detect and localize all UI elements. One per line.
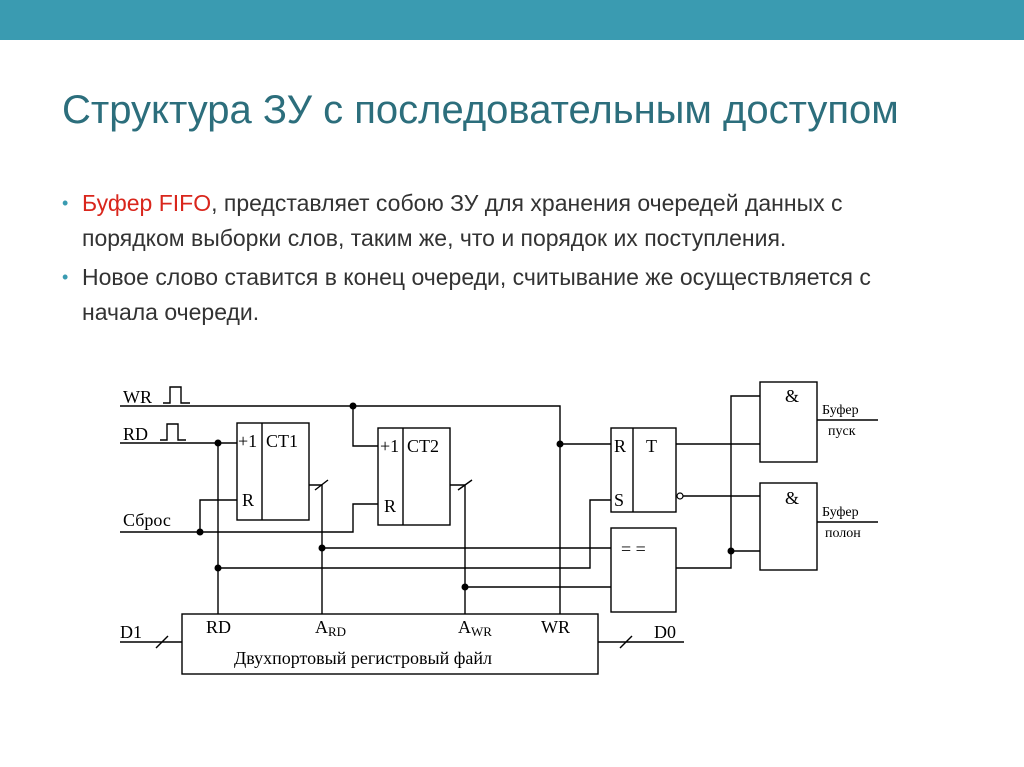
rd-pulse-icon	[160, 423, 186, 441]
reset-bus-line	[120, 503, 378, 533]
wr-input-label: WR	[123, 387, 152, 407]
gate2-output-label-1: Буфер	[822, 505, 859, 520]
comparator	[610, 527, 677, 613]
bullet-item: • Новое слово ставится в конец очереди, …	[62, 260, 942, 330]
ct1-name-label: CT1	[266, 431, 298, 451]
wr-to-ct2-line	[352, 406, 378, 447]
junction-dot	[727, 547, 735, 555]
ct2-inc-label: +1	[380, 436, 399, 456]
ct1-inc-label: +1	[238, 431, 257, 451]
junction-dot	[214, 439, 222, 447]
gate2-output-label-2: полон	[825, 526, 861, 541]
gate2-label: &	[785, 488, 799, 508]
gate1-output-label-1: Буфер	[822, 403, 859, 418]
and-gate-2	[759, 482, 818, 571]
bullet-list: • Буфер FIFO, представляет собою ЗУ для …	[62, 186, 942, 334]
trigger-r-label: R	[614, 436, 626, 456]
ct1-reset-label: R	[242, 490, 254, 510]
ct2-reset-label: R	[384, 496, 396, 516]
counter-ct1	[236, 422, 310, 521]
ct2-output-line	[450, 484, 466, 617]
bullet-dot-icon: •	[62, 267, 69, 287]
junction-dot	[214, 564, 222, 572]
reset-input-label: Сброс	[123, 510, 171, 530]
comparator-output-line	[676, 395, 760, 569]
d1-input-label: D1	[120, 622, 142, 642]
rf-port-awr: AWR	[458, 617, 492, 639]
counter-ct2	[377, 427, 451, 526]
trigger-s-label: S	[614, 490, 624, 510]
register-file	[181, 613, 599, 675]
junction-dot	[196, 528, 204, 536]
gate1-label: &	[785, 386, 799, 406]
junction-dot	[318, 544, 326, 552]
bullet-highlight: Буфер FIFO	[82, 190, 212, 216]
reset-to-ct1-line	[199, 499, 237, 532]
rs-trigger	[610, 427, 677, 513]
junction-dot	[556, 440, 564, 448]
inversion-bubble-icon	[676, 492, 684, 500]
wr-pulse-icon	[163, 386, 190, 404]
bullet-item: • Буфер FIFO, представляет собою ЗУ для …	[62, 186, 942, 256]
rd-to-trigger-s-line	[218, 499, 611, 569]
and-gate-1	[759, 381, 818, 463]
slide-title: Структура ЗУ с последовательным доступом	[62, 88, 899, 132]
d0-output-label: D0	[654, 622, 676, 642]
rf-port-ard: ARD	[315, 617, 346, 639]
trigger-t-label: T	[646, 436, 657, 456]
bullet-dot-icon: •	[62, 193, 69, 213]
register-file-label: Двухпортовый регистровый файл	[234, 648, 492, 668]
top-accent-bar	[0, 0, 1024, 40]
bullet-text: , представляет собою ЗУ для хранения оче…	[82, 190, 843, 251]
rd-input-label: RD	[123, 424, 148, 444]
junction-dot	[461, 583, 469, 591]
junction-dot	[349, 402, 357, 410]
comparator-label: = =	[621, 539, 646, 559]
rf-port-wr: WR	[541, 617, 570, 637]
bullet-text: Новое слово ставится в конец очереди, сч…	[82, 264, 871, 325]
rf-port-rd: RD	[206, 617, 231, 637]
wr-bus-line	[120, 405, 561, 617]
ct1-output-line	[309, 484, 323, 617]
gate1-output-label-2: пуск	[828, 424, 856, 439]
ct2-name-label: CT2	[407, 436, 439, 456]
